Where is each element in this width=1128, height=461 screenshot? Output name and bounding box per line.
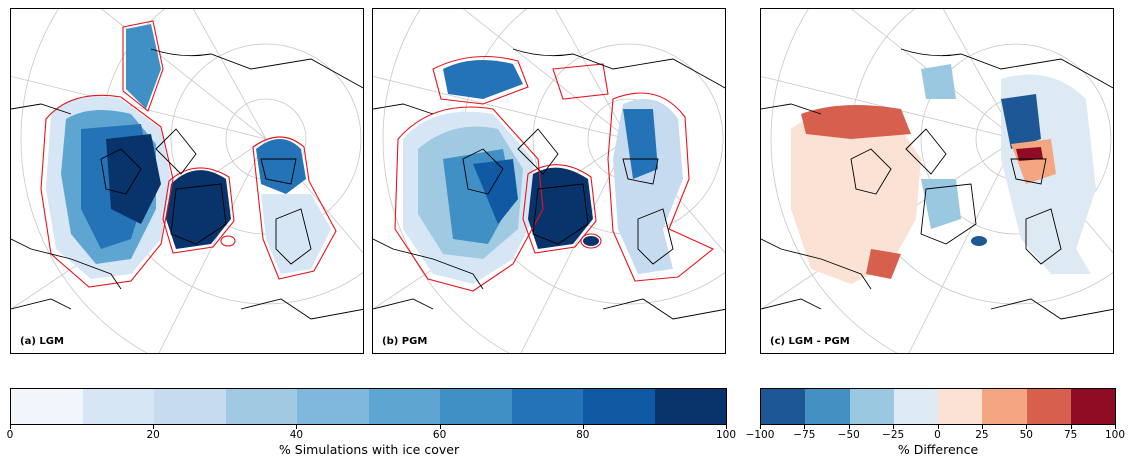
colorbar-difference-tick-mark (937, 425, 939, 429)
panel-label-b: (b) PGM (382, 336, 428, 347)
colorbar-difference-tick-mark (1026, 425, 1028, 429)
colorbar-ice-cover-swatch (82, 389, 154, 424)
coastlines (11, 48, 363, 320)
colorbar-ice-cover (10, 388, 727, 425)
colorbar-difference-tick-mark (1070, 425, 1072, 429)
colorbar-ice-cover-tick-label: 80 (576, 429, 590, 441)
colorbar-difference-tick-label: −100 (745, 429, 775, 441)
colorbar-difference-swatch (938, 389, 983, 424)
ice-margin-outline (394, 55, 715, 292)
colorbar-ice-cover-tick-label: 20 (146, 429, 160, 441)
colorbar-difference-swatch (1070, 389, 1115, 424)
panel-label-c: (c) LGM - PGM (770, 336, 850, 347)
colorbar-ice-cover-swatch (583, 389, 655, 424)
difference-field (791, 64, 1096, 284)
colorbar-difference-swatch (849, 389, 894, 424)
map-pgm (373, 9, 725, 353)
ice-cover-field (403, 60, 683, 285)
colorbar-difference-tick-mark (848, 425, 850, 429)
colorbar-ice-cover-tick-mark (296, 425, 298, 429)
colorbar-ice-cover-label: % Simulations with ice cover (278, 442, 460, 457)
colorbar-ice-cover-tick-mark (10, 425, 11, 429)
colorbar-ice-cover-swatch (225, 389, 297, 424)
panel-label-a: (a) LGM (20, 336, 64, 347)
colorbar-difference-tick-mark (804, 425, 806, 429)
colorbar-difference-tick-label: 50 (1019, 429, 1033, 441)
colorbar-difference-tick-label: 0 (934, 429, 941, 441)
colorbar-difference-swatch (982, 389, 1027, 424)
map-panel-pgm: (b) PGM (372, 8, 726, 354)
colorbar-difference-swatch (805, 389, 850, 424)
colorbar-ice-cover-swatch (511, 389, 583, 424)
colorbar-ice-cover-swatch (297, 389, 369, 424)
colorbar-ice-cover-tick-label: 40 (289, 429, 304, 441)
coastlines (373, 48, 725, 320)
colorbar-ice-cover-tick-label: 60 (432, 429, 447, 441)
colorbar-difference-swatch (1026, 389, 1071, 424)
colorbar-ice-cover-tick-mark (439, 425, 441, 429)
colorbar-ice-cover-tick-label: 0 (6, 429, 14, 441)
colorbar-difference-tick-label: −50 (837, 429, 860, 441)
colorbar-ice-cover-swatch (11, 389, 83, 424)
colorbar-ice-cover-swatch (654, 389, 726, 424)
ice-margin-outline (40, 20, 337, 288)
colorbar-difference-swatch (893, 389, 938, 424)
colorbar-difference-tick-mark (1115, 425, 1116, 429)
colorbar-difference-tick-label: 25 (975, 429, 989, 441)
coastlines (761, 48, 1113, 320)
ice-cover-field (46, 24, 331, 279)
map-lgm (11, 9, 363, 353)
colorbar-ice-cover-swatch (154, 389, 226, 424)
map-panel-lgm: (a) LGM (10, 8, 364, 354)
colorbar-difference-tick-mark (981, 425, 983, 429)
colorbar-ice-cover-swatch (368, 389, 440, 424)
colorbar-difference-swatch (761, 389, 806, 424)
map-panel-difference: (c) LGM - PGM (760, 8, 1114, 354)
colorbar-difference-tick-label: 75 (1063, 429, 1078, 441)
colorbar-difference (760, 388, 1116, 425)
colorbar-difference-label: % Difference (897, 442, 979, 457)
colorbar-ice-cover-tick-mark (726, 425, 727, 429)
colorbar-difference-tick-label: −75 (793, 429, 816, 441)
colorbar-ice-cover-ticks: 0 20 40 60 80 100 (6, 425, 736, 443)
colorbar-ice-cover-swatch (440, 389, 512, 424)
map-difference (761, 9, 1113, 353)
colorbar-ice-cover-tick-label: 100 (715, 429, 737, 441)
colorbar-ice-cover-tick-mark (582, 425, 584, 429)
colorbar-difference-tick-label: −25 (882, 429, 905, 441)
colorbar-difference-tick-label: 100 (1104, 429, 1126, 441)
colorbar-ice-cover-tick-mark (153, 425, 155, 429)
colorbar-difference-tick-mark (760, 425, 761, 429)
colorbar-difference-ticks: −100 −75 −50 −25 0 25 50 75 100 (746, 425, 1125, 443)
colorbar-difference-tick-mark (893, 425, 895, 429)
